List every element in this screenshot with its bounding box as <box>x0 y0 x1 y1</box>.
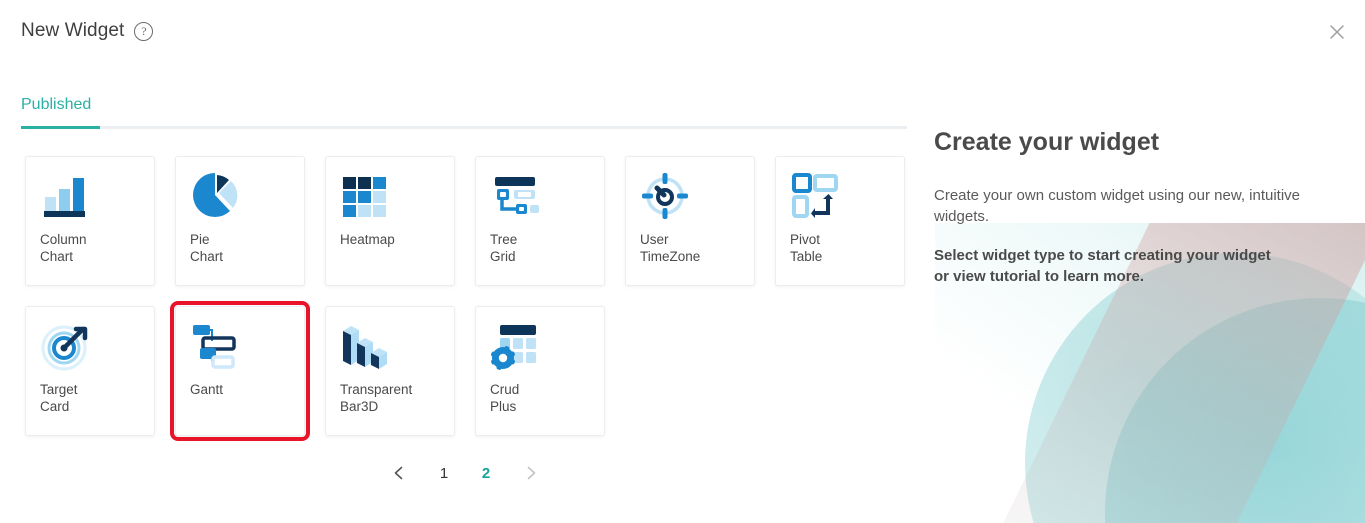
widget-type-grid: Column Chart Pie Chart <box>25 156 905 441</box>
tree-grid-icon <box>490 171 540 221</box>
target-card-icon <box>40 321 90 371</box>
chevron-right-icon[interactable] <box>520 462 542 484</box>
widget-card-pie-chart[interactable]: Pie Chart <box>175 156 305 286</box>
pie-chart-icon <box>190 171 240 221</box>
crud-plus-icon <box>490 321 540 371</box>
widget-card-label: Gantt <box>190 382 224 397</box>
user-timezone-icon <box>640 171 690 221</box>
tab-rule <box>21 126 907 129</box>
pagination-page-1[interactable]: 1 <box>439 464 449 482</box>
widget-card-label: Column Chart <box>40 232 87 264</box>
widget-card-tree-grid[interactable]: Tree Grid <box>475 156 605 286</box>
side-panel-title: Create your widget <box>934 128 1160 156</box>
widget-card-heatmap[interactable]: Heatmap <box>325 156 455 286</box>
widget-card-label: Target Card <box>40 382 78 414</box>
pagination-page-2[interactable]: 2 <box>481 464 491 482</box>
side-panel-instruction: Select widget type to start creating you… <box>934 247 1271 285</box>
question-mark-circle-icon[interactable]: ? <box>134 21 154 41</box>
widget-card-crud-plus[interactable]: Crud Plus <box>475 306 605 436</box>
chevron-left-icon[interactable] <box>388 462 410 484</box>
widget-card-label: Pie Chart <box>190 232 224 264</box>
widget-card-pivot-table[interactable]: Pivot Table <box>775 156 905 286</box>
pagination: 1 2 <box>0 462 930 484</box>
widget-card-column-chart[interactable]: Column Chart <box>25 156 155 286</box>
column-chart-icon <box>40 171 90 221</box>
widget-card-label: Pivot Table <box>790 232 823 264</box>
widget-card-label: Crud Plus <box>490 382 520 414</box>
widget-card-label: Heatmap <box>340 232 395 247</box>
gantt-icon <box>190 321 240 371</box>
widget-card-gantt[interactable]: Gantt <box>170 301 310 441</box>
widget-card-label: Transparent Bar3D <box>340 382 413 414</box>
widget-card-label: User TimeZone <box>640 232 701 264</box>
close-icon[interactable] <box>1326 21 1348 43</box>
tab-active-indicator <box>21 126 100 129</box>
decorative-circle-small <box>1105 298 1365 523</box>
widget-card-target-card[interactable]: Target Card <box>25 306 155 436</box>
page-title: New Widget <box>21 20 125 41</box>
tab-bar: Published <box>21 96 907 129</box>
side-panel-description: Create your own custom widget using our … <box>934 187 1301 225</box>
transparent-bar3d-icon <box>340 321 390 371</box>
widget-card-user-timezone[interactable]: User TimeZone <box>625 156 755 286</box>
widget-card-transparent-bar3d[interactable]: Transparent Bar3D <box>325 306 455 436</box>
tab-published[interactable]: Published <box>21 96 92 113</box>
dialog-header: New Widget ? <box>21 20 154 42</box>
widget-card-label: Tree Grid <box>490 232 518 264</box>
pivot-table-icon <box>790 171 840 221</box>
heatmap-icon <box>340 171 390 221</box>
side-panel: Create your widget Create your own custo… <box>934 128 1324 305</box>
